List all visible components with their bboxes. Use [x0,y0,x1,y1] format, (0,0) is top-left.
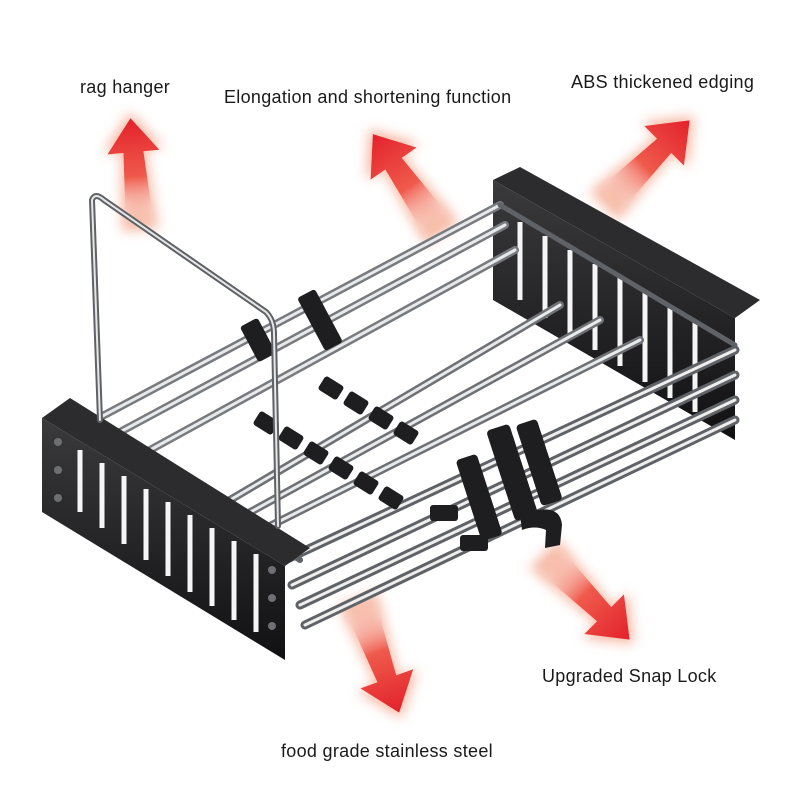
rag-hanger-wire-icon [89,193,281,529]
arrow-snap-lock-icon [529,539,634,644]
label-rag-hanger: rag hanger [80,77,171,97]
label-stainless: food grade stainless steel [281,741,493,761]
snap-lock [430,419,562,551]
arrow-elongation-icon [366,129,459,245]
arrow-abs-edging-icon [589,116,694,221]
label-snap-lock: Upgraded Snap Lock [542,666,717,686]
front-frame [42,398,310,660]
label-elongation: Elongation and shortening function [224,87,512,107]
arrow-rag-hanger-icon [103,112,164,232]
middle-clips [240,289,419,510]
arrow-stainless-icon [338,592,418,719]
label-abs-edging: ABS thickened edging [571,72,755,92]
